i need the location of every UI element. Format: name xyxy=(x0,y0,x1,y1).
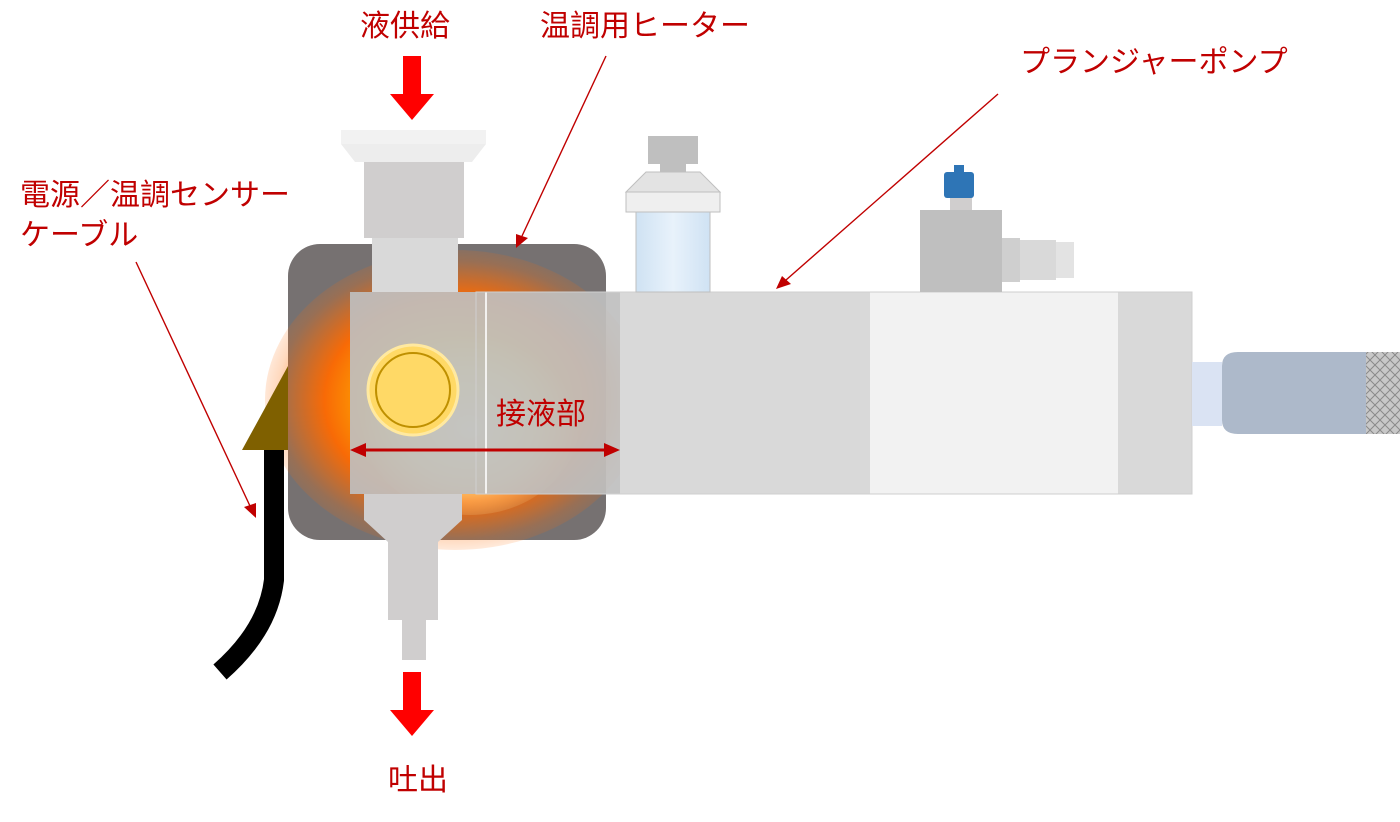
wetted-part-label: 接液部 xyxy=(496,397,586,432)
manifold-block xyxy=(350,292,476,494)
wetted-span-arrow-icon xyxy=(350,443,620,457)
power-sensor-cable xyxy=(213,366,288,680)
rear-fitting xyxy=(1192,352,1400,434)
cable-label-line1: 電源／温調センサー xyxy=(20,178,290,213)
liquid-supply-label: 液供給 xyxy=(360,9,450,44)
knurled-end xyxy=(1366,352,1400,434)
leader-lines xyxy=(135,55,999,518)
cable-label: 電源／温調センサー ケーブル xyxy=(20,176,290,256)
cable-label-line2: ケーブル xyxy=(20,218,139,253)
port-circle xyxy=(375,352,451,428)
cable-sleeve xyxy=(242,366,288,450)
sight-glass xyxy=(624,136,722,293)
sensor-cap xyxy=(944,172,974,198)
plunger-pump-label: プランジャーポンプ xyxy=(1020,45,1288,80)
sensor-housing xyxy=(920,165,1074,292)
outlet-nozzle xyxy=(364,494,462,660)
plunger-pump-body xyxy=(475,291,1193,495)
heater-label: 温調用ヒーター xyxy=(540,9,750,44)
supply-fitting xyxy=(341,130,486,292)
discharge-label: 吐出 xyxy=(388,763,448,798)
discharge-flow-arrow-icon xyxy=(390,672,434,736)
supply-flow-arrow-icon xyxy=(390,56,434,120)
